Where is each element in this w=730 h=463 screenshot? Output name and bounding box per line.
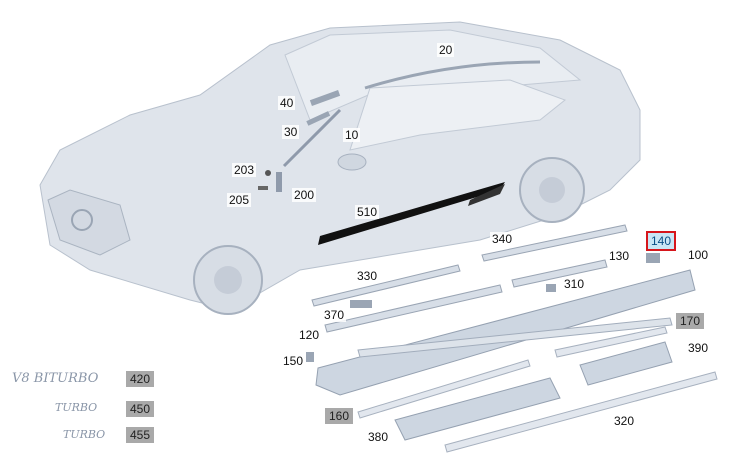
callout-140[interactable]: 140	[646, 231, 677, 251]
front-wheel-hub	[214, 266, 242, 294]
callout-450[interactable]: 450	[126, 401, 155, 417]
callout-170[interactable]: 170	[676, 313, 705, 329]
blade-160	[357, 359, 531, 419]
clip-150	[306, 352, 314, 362]
sill-strip-330	[311, 264, 461, 307]
callout-100[interactable]: 100	[686, 248, 711, 262]
rear-wheel-hub	[539, 177, 565, 203]
emblem-badge: V8 BITURBO	[12, 371, 99, 386]
screw-205	[258, 186, 268, 190]
a-pillar-trim	[282, 108, 342, 168]
side-mirror	[337, 153, 367, 171]
callout-120[interactable]: 120	[297, 328, 322, 342]
clip-part-30	[306, 111, 331, 126]
callout-380[interactable]: 380	[366, 430, 391, 444]
clip-310	[546, 284, 556, 292]
callout-10[interactable]: 10	[343, 128, 361, 142]
callout-330[interactable]: 330	[355, 269, 380, 283]
emblem-badge: TURBO	[63, 428, 106, 441]
callout-455[interactable]: 455	[126, 427, 155, 443]
blade-upper	[554, 326, 668, 358]
side-stripe-decal	[318, 182, 505, 245]
mercedes-star-icon	[71, 209, 93, 231]
bracket-200	[276, 172, 282, 192]
sill-strip-170	[357, 317, 673, 358]
callout-390[interactable]: 390	[686, 341, 711, 355]
callout-420[interactable]: 420	[126, 371, 155, 387]
car-grille	[47, 189, 131, 256]
sill-strip-340	[481, 224, 628, 262]
bracket-380	[394, 377, 561, 441]
callout-200[interactable]: 200	[292, 188, 317, 202]
callout-150[interactable]: 150	[281, 354, 306, 368]
callout-30[interactable]: 30	[282, 125, 300, 139]
emblem-badge: TURBO	[55, 401, 98, 414]
callout-340[interactable]: 340	[490, 232, 515, 246]
bracket-390	[579, 341, 673, 386]
callout-205[interactable]: 205	[227, 193, 252, 207]
grommet-203	[265, 170, 271, 176]
sill-trim-120	[324, 284, 503, 333]
car-side-window	[349, 79, 567, 151]
callout-40[interactable]: 40	[278, 96, 296, 110]
rocker-panel-100	[315, 269, 696, 396]
blade-320	[444, 371, 718, 453]
car-roof-glass	[284, 29, 582, 121]
callout-370[interactable]: 370	[322, 308, 347, 322]
callout-510[interactable]: 510	[355, 205, 380, 219]
callout-130[interactable]: 130	[607, 249, 632, 263]
sill-strip-130	[511, 259, 608, 288]
callout-320[interactable]: 320	[612, 414, 637, 428]
clip-part-40	[309, 90, 341, 106]
roof-trim-strip	[364, 60, 541, 90]
clip-370	[350, 300, 372, 308]
callout-310[interactable]: 310	[562, 277, 587, 291]
clip-140	[646, 253, 660, 263]
side-stripe-hatch	[468, 184, 505, 206]
callout-160[interactable]: 160	[325, 408, 354, 424]
callout-203[interactable]: 203	[232, 163, 257, 177]
callout-20[interactable]: 20	[437, 43, 455, 57]
